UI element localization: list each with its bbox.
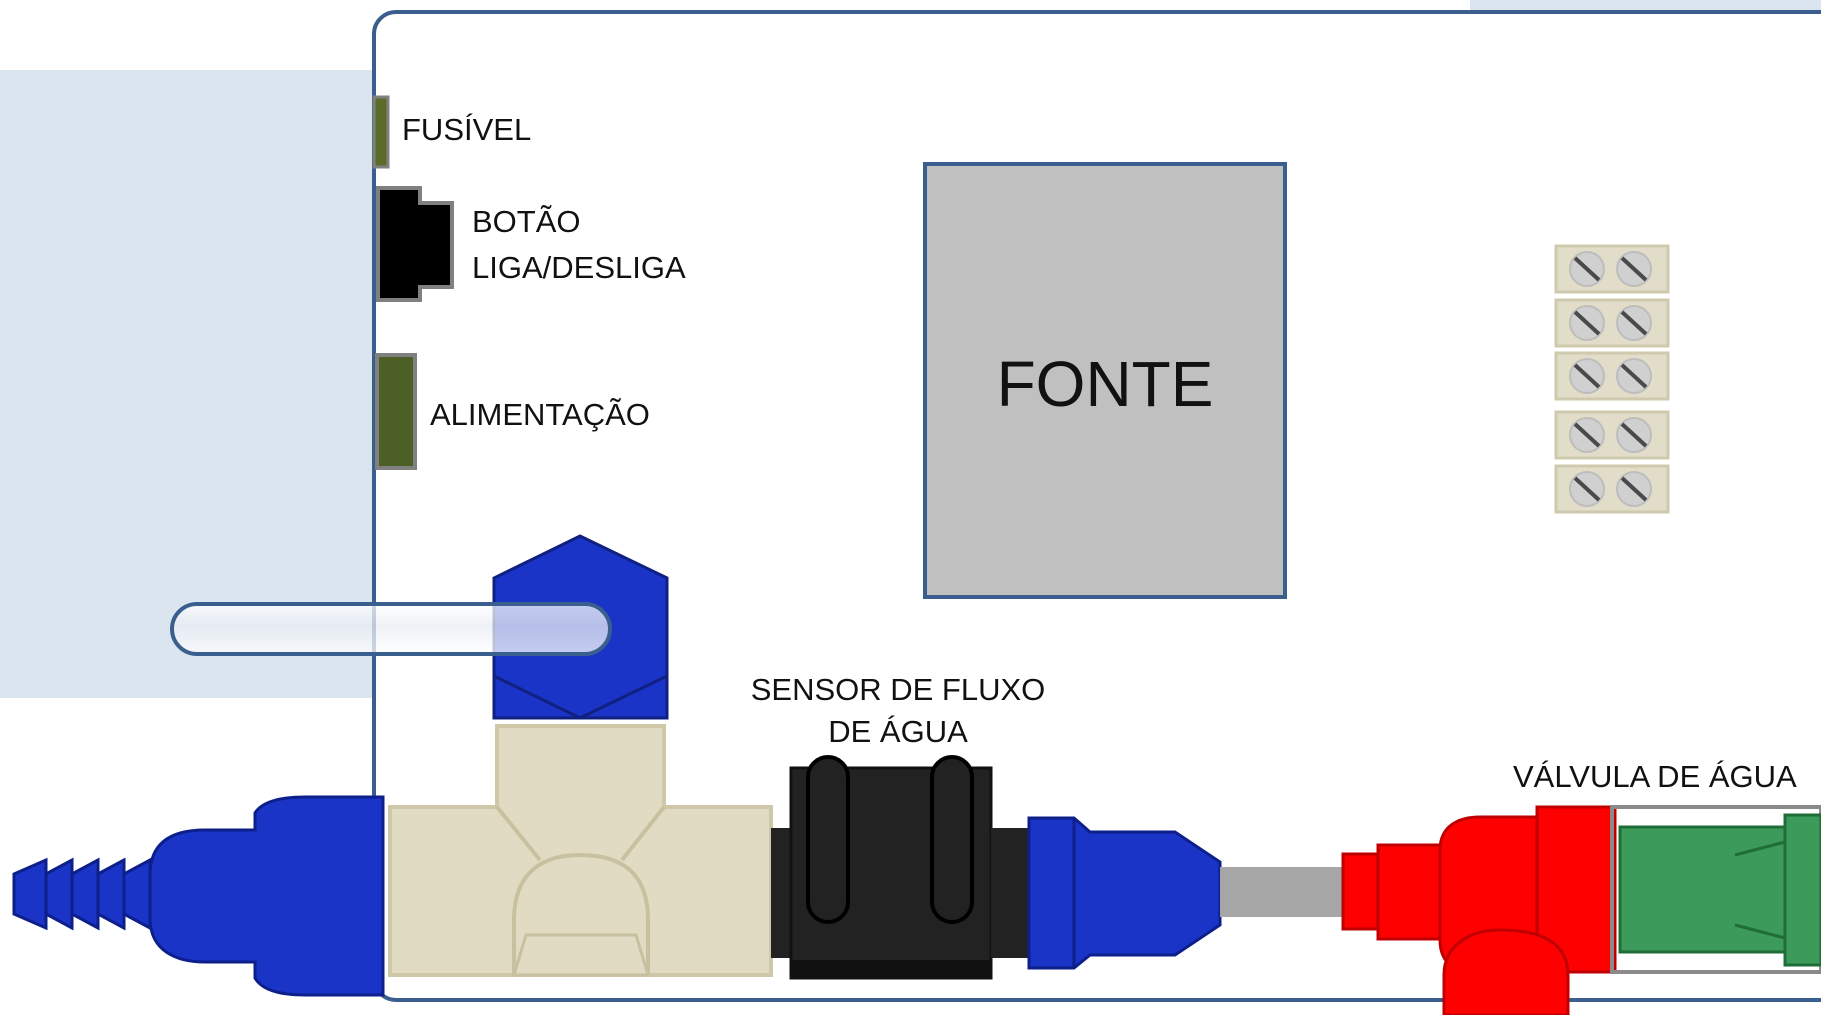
left-background-panel: [0, 70, 380, 698]
terminal-row: [1554, 410, 1670, 460]
fuse-label: FUSÍVEL: [402, 112, 531, 147]
screw-slot: [1573, 256, 1601, 282]
power-input-label: ALIMENTAÇÃO: [430, 397, 650, 432]
gray-tube: [1220, 867, 1345, 917]
power-supply-label: FONTE: [997, 348, 1214, 420]
screw-slot: [1573, 422, 1601, 448]
water-valve-label: VÁLVULA DE ÁGUA: [1513, 759, 1797, 794]
power-supply-box: [923, 162, 1287, 599]
flow-sensor: [771, 755, 1029, 980]
screw-slot: [1573, 476, 1601, 502]
terminal-row: [1554, 298, 1670, 348]
screw-slot: [1620, 422, 1648, 448]
power-switch-label-line1: BOTÃO: [472, 204, 581, 239]
tee-fitting: [388, 724, 773, 977]
power-input-connector: [375, 353, 417, 470]
inlet-blue-fitting: [148, 795, 385, 997]
screw-slot: [1573, 363, 1601, 389]
power-switch-label-line2: LIGA/DESLIGA: [472, 250, 686, 285]
fuse-holder: [372, 95, 390, 169]
terminal-row: [1554, 244, 1670, 294]
flow-sensor-label-line2: DE ÁGUA: [828, 714, 968, 749]
screw-slot: [1620, 476, 1648, 502]
screw-slot: [1573, 310, 1601, 336]
screw-slot: [1620, 363, 1648, 389]
flow-sensor-label-line1: SENSOR DE FLUXO: [751, 672, 1046, 707]
terminal-block: [1554, 244, 1670, 514]
glass-tube: [170, 602, 612, 656]
outlet-blue-fitting: [1027, 816, 1222, 970]
inlet-hose-barb: [12, 857, 152, 931]
water-valve: [1341, 805, 1821, 1015]
top-right-background-panel: [1470, 0, 1821, 12]
screw-slot: [1620, 310, 1648, 336]
power-switch: [376, 186, 454, 302]
terminal-row: [1554, 351, 1670, 401]
screw-slot: [1620, 256, 1648, 282]
terminal-row: [1554, 464, 1670, 514]
